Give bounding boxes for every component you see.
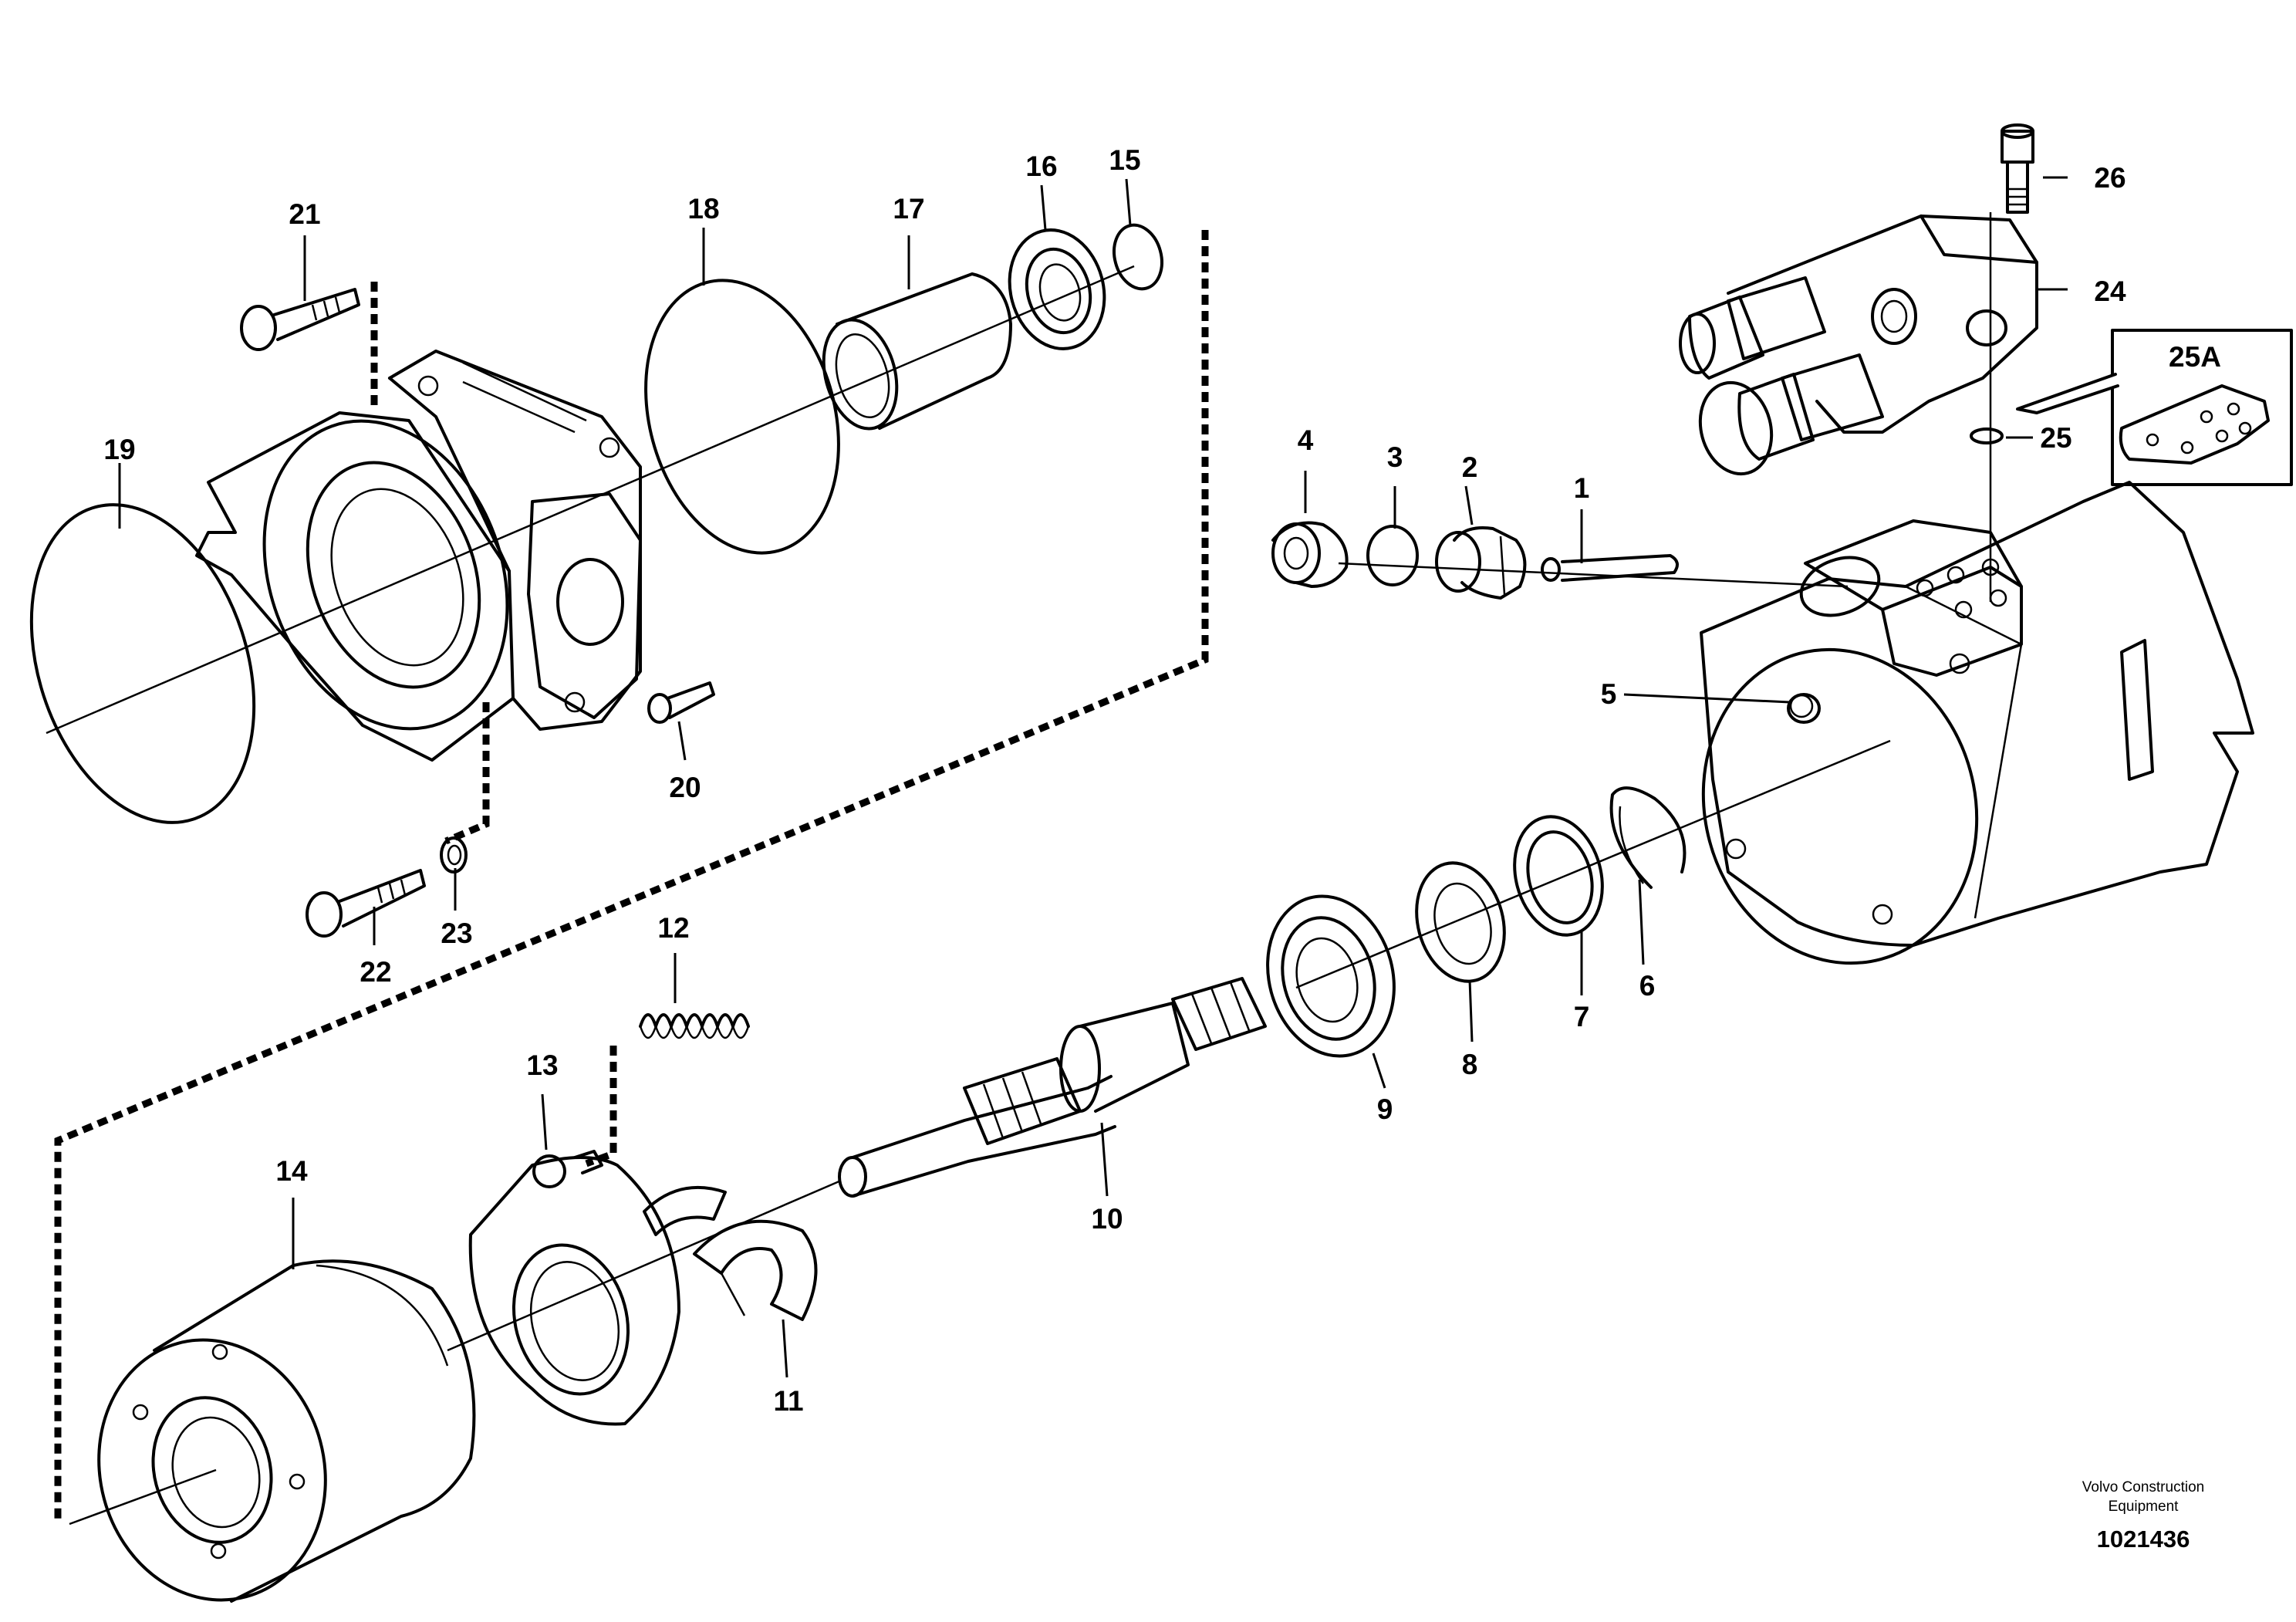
pump-housing: [1700, 481, 2254, 965]
part-25-o-ring: [1970, 427, 2004, 444]
callout-13: 13: [526, 1049, 558, 1081]
flange-housing: [195, 350, 642, 762]
callout-2: 2: [1462, 451, 1478, 483]
part-14-cylinder-barrel: [97, 1259, 476, 1603]
callout-23: 23: [441, 917, 472, 949]
callout-24: 24: [2094, 275, 2126, 307]
callout-7: 7: [1574, 1001, 1590, 1032]
part-1-pin: [1541, 554, 1679, 582]
part-7-seal-ring: [1513, 815, 1604, 937]
callout-15: 15: [1109, 144, 1140, 176]
callout-4: 4: [1298, 424, 1314, 456]
callout-3: 3: [1387, 441, 1403, 473]
callout-26: 26: [2094, 162, 2125, 194]
callout-21: 21: [289, 198, 320, 230]
callout-18: 18: [687, 193, 719, 225]
part-4-plug: [1271, 521, 1349, 588]
callout-14: 14: [275, 1155, 308, 1187]
part-6-circlip: [1609, 786, 1687, 889]
detail-box-25a: [2016, 329, 2293, 486]
part-20-screw: [647, 681, 715, 724]
callout-1: 1: [1574, 472, 1590, 504]
callout-8: 8: [1462, 1049, 1478, 1080]
callout-leaders: [118, 176, 2068, 1378]
part-17-sleeve: [822, 272, 1012, 431]
footer: Volvo Construction Equipment 1021436: [2082, 1479, 2204, 1553]
assembly-axis-lines: [46, 212, 1992, 1526]
footer-company-line2: Equipment: [2109, 1499, 2180, 1515]
part-15-snap-ring: [1113, 223, 1163, 291]
part-24-control-valve: [1679, 215, 2038, 476]
part-11-cradle-shells: [643, 1185, 818, 1321]
callout-11: 11: [773, 1385, 803, 1417]
part-21-screw: [240, 288, 360, 351]
callout-25: 25: [2040, 422, 2071, 454]
callout-25a: 25A: [2169, 341, 2221, 373]
part-22-screw: [306, 869, 426, 938]
callout-19: 19: [103, 434, 135, 465]
part-13-swash-plate: [468, 1150, 680, 1426]
callout-6: 6: [1639, 970, 1656, 1002]
part-18-o-ring: [644, 279, 840, 555]
part-19-o-ring: [29, 503, 256, 824]
part-2-piston: [1435, 526, 1527, 600]
callout-16: 16: [1025, 150, 1057, 182]
footer-drawing-number: 1021436: [2097, 1526, 2190, 1553]
callout-10: 10: [1091, 1203, 1123, 1235]
callout-22: 22: [360, 956, 391, 988]
part-12-spring: [639, 1013, 750, 1039]
callout-17: 17: [893, 193, 924, 225]
part-16-bearing: [1008, 228, 1106, 350]
part-10-drive-shaft: [838, 977, 1267, 1198]
footer-company-line1: Volvo Construction: [2082, 1479, 2204, 1495]
callout-12: 12: [657, 912, 689, 944]
assembly-dashed-boundary: [54, 230, 1209, 1519]
part-26-screw: [2001, 123, 2034, 214]
part-23-washer: [440, 836, 468, 874]
part-3-o-ring: [1366, 525, 1419, 586]
part-8-shaft-seal: [1415, 861, 1506, 983]
callout-labels: 1 2 3 4 5 6 7 8 9 10 11 12 13 14 15 16 1…: [103, 144, 2221, 1417]
part-9-bearing: [1266, 894, 1396, 1058]
callout-5: 5: [1601, 678, 1617, 710]
callout-20: 20: [669, 772, 701, 803]
callout-9: 9: [1377, 1093, 1393, 1125]
